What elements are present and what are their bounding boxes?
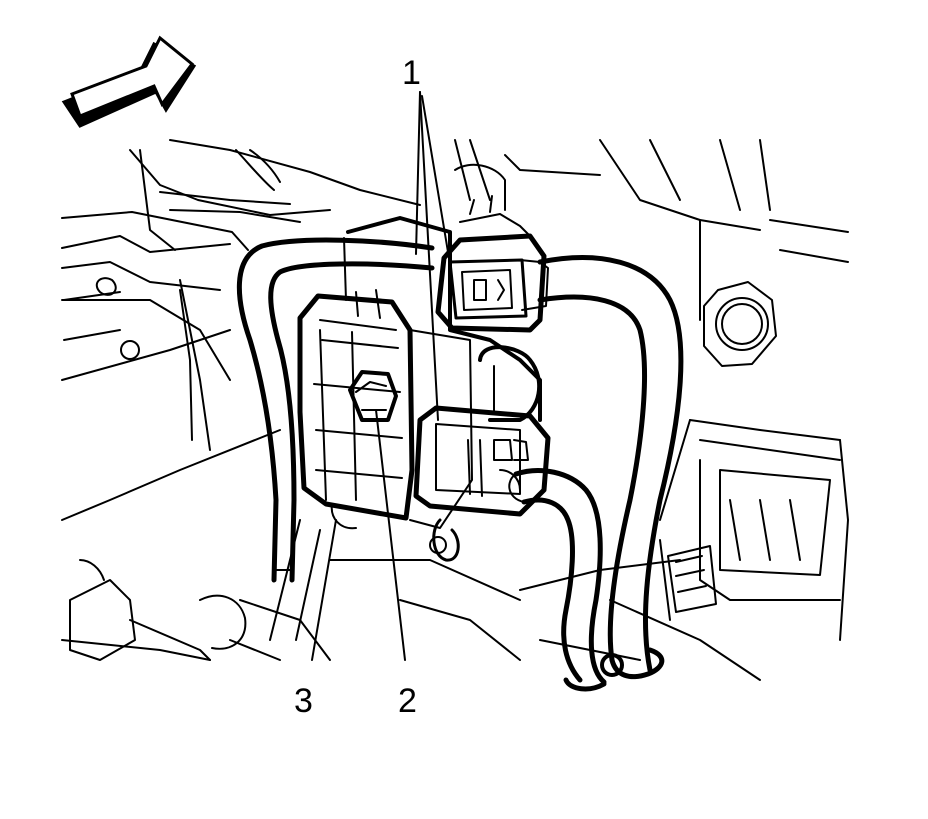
leader-line-1b <box>421 95 449 253</box>
callout-label-3: 3 <box>294 682 313 720</box>
callout-label-1: 1 <box>402 54 421 92</box>
forward-direction-arrow-icon <box>61 35 197 128</box>
purge-solenoid-body <box>297 216 542 562</box>
callout-label-2: 2 <box>398 682 417 720</box>
lower-electrical-connector <box>413 405 551 517</box>
mounting-nut <box>703 281 777 367</box>
lower-left-fitting <box>69 559 247 661</box>
leader-line-3 <box>311 519 337 661</box>
upper-electrical-connector <box>435 195 549 333</box>
lower-purge-hose <box>508 468 607 692</box>
leader-line-1c <box>419 91 439 421</box>
leader-line-1a <box>415 91 421 255</box>
right-electrical-connector <box>659 539 717 621</box>
vacuum-hose-loop <box>236 237 684 680</box>
leader-line-2 <box>375 409 406 661</box>
solenoid-bolt <box>348 370 398 422</box>
engine-background-structure <box>61 139 849 681</box>
callout-leader-lines <box>311 91 449 661</box>
